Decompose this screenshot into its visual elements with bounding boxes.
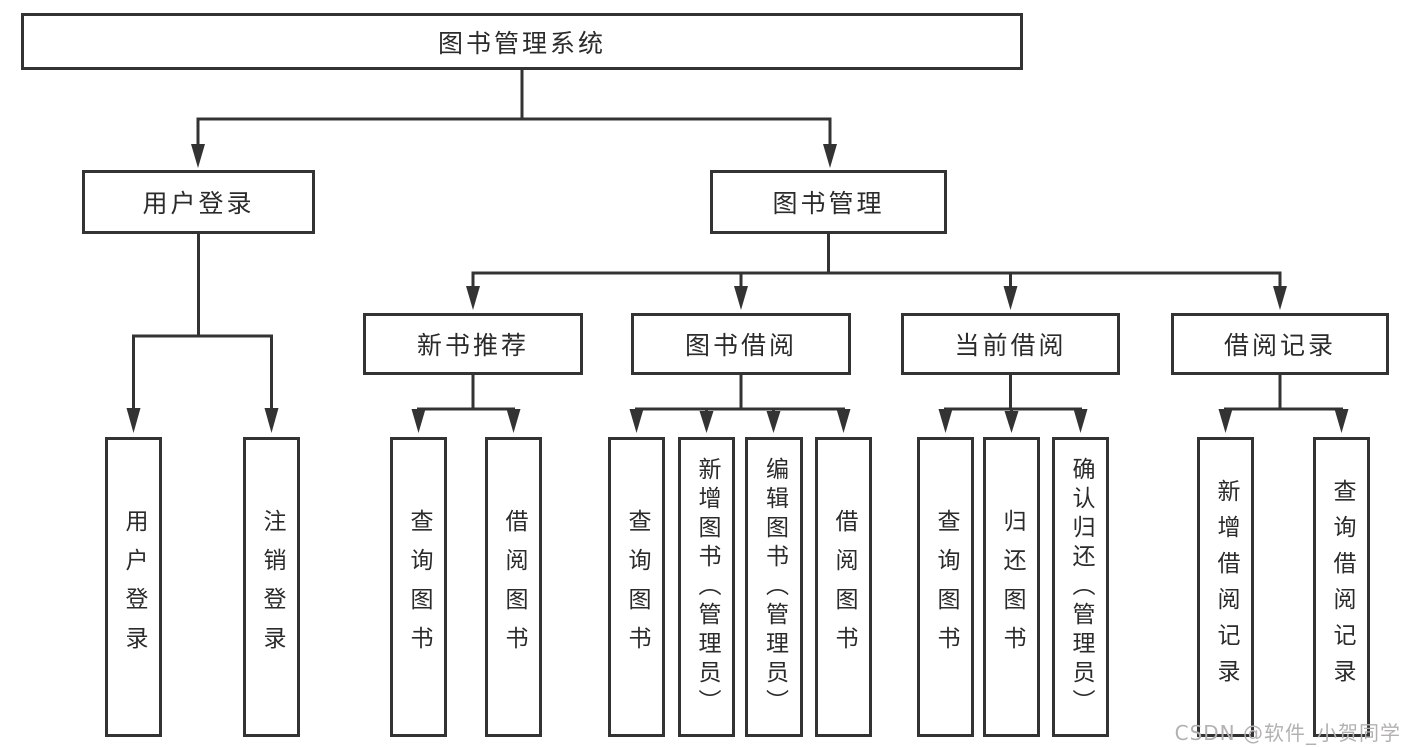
arrowhead-leaf3	[411, 409, 426, 433]
arrowhead-leaf7	[766, 411, 781, 433]
arrowhead-book-mgmt	[823, 144, 837, 168]
leaf-add-borrow-record: 新增借阅记录	[1197, 437, 1254, 737]
arrowhead-leaf11	[1073, 409, 1088, 433]
leaf-query-books-borrowing: 查询图书	[608, 437, 665, 737]
leaf-user-login: 用户登录	[105, 437, 162, 737]
csdn-watermark: CSDN @软件_小贺同学	[1174, 721, 1401, 745]
arrowhead-leaf1	[126, 408, 141, 433]
node-root-system: 图书管理系统	[21, 13, 1023, 70]
arrowhead-rec	[466, 286, 480, 310]
leaf-logout: 注销登录	[243, 437, 300, 737]
leaf-borrow-books: 借阅图书	[815, 437, 872, 737]
leaf-confirm-return-admin: 确认归还（管理员）	[1052, 437, 1109, 737]
leaf-return-books-label: 归还图书	[999, 509, 1025, 665]
node-user-login-label: 用户登录	[142, 189, 255, 218]
arrowhead-leaf9	[938, 409, 953, 433]
arrowhead-borrow	[734, 286, 748, 310]
leaf-borrow-books-recommend: 借阅图书	[485, 437, 542, 737]
leaf-add-books-admin-label: 新增图书（管理员）	[694, 456, 720, 718]
leaf-query-books-current: 查询图书	[917, 437, 974, 737]
leaf-confirm-return-admin-label: 确认归还（管理员）	[1068, 456, 1094, 718]
leaf-user-login-label: 用户登录	[121, 509, 147, 665]
arrowhead-leaf8	[836, 409, 851, 433]
node-book-management-label: 图书管理	[772, 189, 885, 218]
leaf-borrow-books-label: 借阅图书	[831, 509, 857, 665]
leaf-query-books-recommend: 查询图书	[390, 437, 447, 737]
arrowhead-leaf12	[1218, 409, 1233, 433]
arrowhead-records	[1273, 286, 1287, 310]
node-book-borrowing: 图书借阅	[631, 313, 851, 375]
arrowhead-current	[1003, 286, 1018, 310]
node-current-borrowing-label: 当前借阅	[954, 331, 1067, 360]
leaf-query-books-recommend-label: 查询图书	[406, 509, 432, 665]
edge-arrowheads	[126, 144, 1349, 433]
leaf-borrow-books-recommend-label: 借阅图书	[501, 509, 527, 665]
arrowhead-leaf6	[699, 411, 714, 433]
node-borrowing-records: 借阅记录	[1171, 313, 1389, 375]
leaf-edit-books-admin-label: 编辑图书（管理员）	[761, 456, 788, 718]
arrowhead-leaf13	[1334, 409, 1349, 433]
node-current-borrowing: 当前借阅	[901, 313, 1120, 375]
leaf-query-borrow-record: 查询借阅记录	[1313, 437, 1370, 737]
leaf-query-borrow-record-label: 查询借阅记录	[1329, 479, 1355, 695]
arrowhead-leaf5	[629, 409, 644, 433]
leaf-query-books-current-label: 查询图书	[933, 509, 959, 665]
arrowhead-leaf2	[264, 408, 279, 433]
leaf-add-books-admin: 新增图书（管理员）	[678, 437, 735, 737]
leaf-add-borrow-record-label: 新增借阅记录	[1213, 479, 1239, 695]
arrowhead-leaf10	[1004, 411, 1019, 433]
node-book-management: 图书管理	[710, 170, 947, 234]
arrowhead-user-login	[191, 144, 205, 168]
node-borrowing-records-label: 借阅记录	[1223, 331, 1336, 360]
node-root-label: 图书管理系统	[437, 28, 606, 58]
node-new-book-recommend-label: 新书推荐	[416, 331, 529, 360]
node-new-book-recommend: 新书推荐	[363, 313, 583, 375]
arrowhead-leaf4	[506, 409, 521, 433]
node-user-login: 用户登录	[82, 170, 315, 234]
leaf-query-books-borrowing-label: 查询图书	[624, 509, 650, 665]
leaf-logout-label: 注销登录	[259, 509, 285, 665]
leaf-edit-books-admin: 编辑图书（管理员）	[745, 437, 803, 737]
leaf-return-books: 归还图书	[983, 437, 1040, 737]
node-book-borrowing-label: 图书借阅	[684, 331, 797, 360]
